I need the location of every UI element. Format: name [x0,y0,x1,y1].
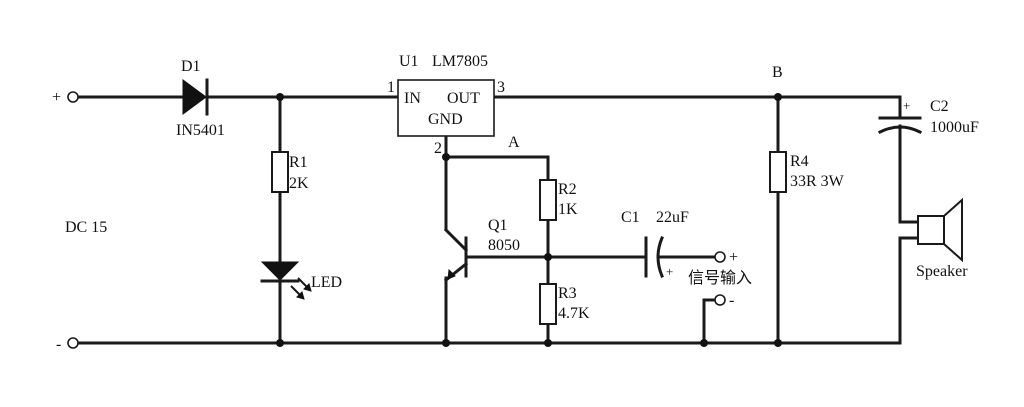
node-a-label: A [508,134,520,151]
junction-dot [774,339,782,347]
diode-d1-ref: D1 [181,58,201,75]
capacitor-c1-ref: C1 [621,209,640,226]
resistor-r4-value: 33R 3W [790,173,845,190]
junction-dot [544,253,552,261]
resistor-r3-value: 4.7K [558,305,590,322]
led-label: LED [311,274,342,291]
transistor-q1-collector [443,227,469,253]
capacitor-c2: + C2 1000uF [877,98,979,136]
resistor-r2-ref: R2 [558,181,577,198]
regulator-u1: U1 LM7805 IN OUT GND 1 3 2 [387,53,505,157]
capacitor-c2-value: 1000uF [930,119,979,136]
transistor-q1-emitter-arrow [447,268,456,280]
resistor-r3: R3 4.7K [539,283,590,325]
resistor-r1-ref: R1 [289,154,308,171]
capacitor-c2-polarity: + [903,98,910,113]
resistor-r2-body [539,179,557,221]
signal-input-minus-label: - [729,292,734,309]
node-b-label: B [772,64,783,81]
transistor-q1: Q1 8050 [443,217,520,283]
diode-d1-symbol [182,79,207,115]
wires [76,95,920,345]
regulator-u1-body [397,79,495,137]
resistor-r3-body [539,283,557,325]
plus-terminal [67,91,79,103]
junction-dots [276,93,782,347]
diode-d1-value: IN5401 [176,122,225,139]
led-symbol [260,261,300,281]
signal-input-minus-terminal [714,294,726,306]
capacitor-c2-ref: C2 [930,98,949,115]
transistor-q1-value: 8050 [488,237,520,254]
regulator-u1-pin1: 1 [387,79,395,96]
capacitor-c1-polarity: + [666,264,673,279]
signal-input-plus-terminal [714,251,726,263]
diode-d1: D1 IN5401 [176,58,225,139]
capacitor-c1-value: 22uF [656,209,689,226]
resistor-r1-value: 2K [289,175,309,192]
resistor-r1: R1 2K [271,151,309,193]
resistor-r4-body [769,151,787,193]
resistor-r2: R2 1K [539,179,578,221]
signal-input-label: 信号输入 [688,268,752,287]
led: LED [260,261,342,300]
junction-dot [276,339,284,347]
regulator-u1-pin-gnd: GND [428,111,463,128]
capacitor-c1: C1 22uF + [621,209,689,279]
junction-dot [442,153,450,161]
speaker-magnet [917,215,945,245]
resistor-r3-ref: R3 [558,285,577,302]
resistor-r4: R4 33R 3W [769,151,845,193]
resistor-r1-body [271,151,289,193]
regulator-u1-pin-out: OUT [447,90,480,107]
regulator-u1-pin-in: IN [404,90,421,107]
regulator-u1-value: LM7805 [432,53,488,70]
resistor-r4-ref: R4 [790,153,809,170]
signal-input-plus-label: + [729,249,738,266]
speaker: Speaker [916,197,968,280]
resistor-r2-value: 1K [558,201,578,218]
speaker-cone-icon [943,197,963,263]
capacitor-c1-plate-right [656,236,664,278]
minus-terminal-label: - [56,336,61,353]
plus-terminal-label: + [52,89,61,106]
junction-dot [774,93,782,101]
junction-dot [442,339,450,347]
regulator-u1-pin3: 3 [497,79,505,96]
led-light-arrows-icon [290,277,312,300]
speaker-label: Speaker [916,263,968,280]
regulator-u1-ref: U1 [399,53,419,70]
minus-terminal [67,337,79,349]
junction-dot [544,339,552,347]
capacitor-c2-plate-bottom [877,125,923,135]
junction-dot [276,93,284,101]
power-source-label: DC 15 [65,219,107,236]
regulator-u1-pin2: 2 [434,140,442,157]
signal-input: + 信号输入 - [688,249,752,309]
transistor-q1-ref: Q1 [488,217,508,234]
junction-dot [700,339,708,347]
